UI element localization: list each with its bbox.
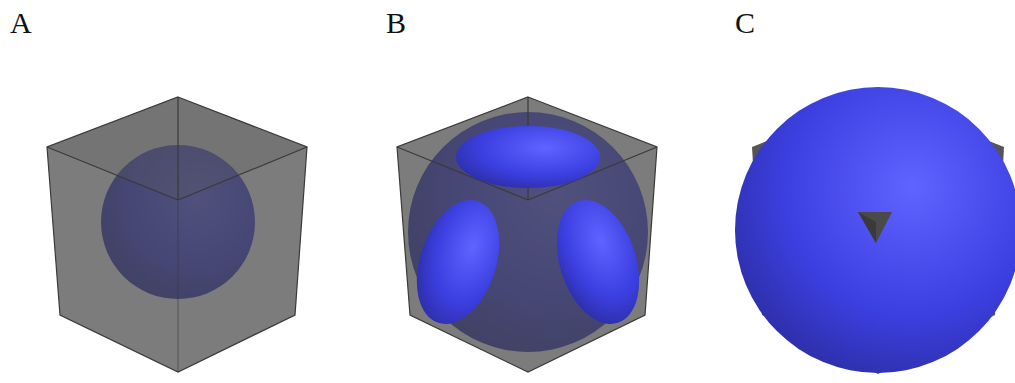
- panel-a-figure: [47, 97, 307, 372]
- panel-b-figure: [397, 97, 657, 372]
- panel-letter: C: [735, 8, 755, 38]
- panel-letter: B: [386, 8, 406, 38]
- panel-c-figure: [735, 87, 1015, 374]
- panel-letter: A: [10, 8, 32, 38]
